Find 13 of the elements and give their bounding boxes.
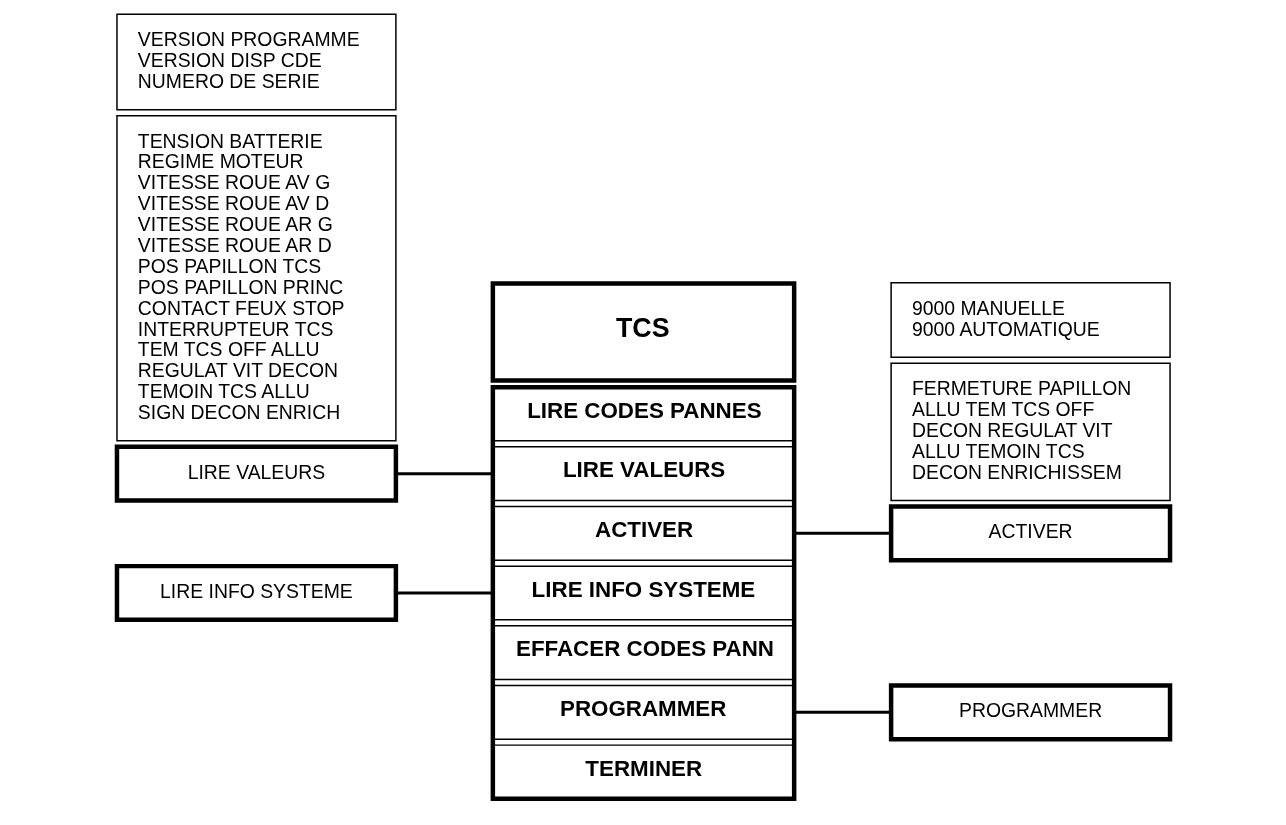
connector — [793, 710, 891, 714]
node-box: TENSION BATTERIE REGIME MOTEUR VITESSE ROUE AV G VITESSE ROUE AV D VITESSE ROUE AR G VITESSE ROUE AR D POS PAPILLON TCS POS PAPILLON PRINC CONTACT FEUX STOP INTERRUPTEUR TCS TEM TCS OFF ALLU REGULAT VIT DECON TEMOIN TCS ALLU SIGN DECON ENRICH — [115, 114, 397, 442]
node-box: ACTIVER — [888, 504, 1172, 563]
node-box: 9000 MANUELLE 9000 AUTOMATIQUE — [889, 282, 1171, 359]
node-box: FERMETURE PAPILLON ALLU TEM TCS OFF DECON REGULAT VIT ALLU TEMOIN TCS DECON ENRICHISSEM — [889, 362, 1171, 502]
node-box: PROGRAMMER — [888, 683, 1172, 742]
connector — [793, 531, 891, 535]
node-box: VERSION PROGRAMME VERSION DISP CDE NUMERO DE SERIE — [115, 13, 397, 111]
node-box: TCS — [490, 281, 796, 383]
connector — [395, 591, 493, 595]
connector — [395, 472, 493, 476]
node-box: LIRE VALEURS — [114, 444, 398, 503]
node-box: LIRE INFO SYSTEME — [114, 563, 398, 623]
